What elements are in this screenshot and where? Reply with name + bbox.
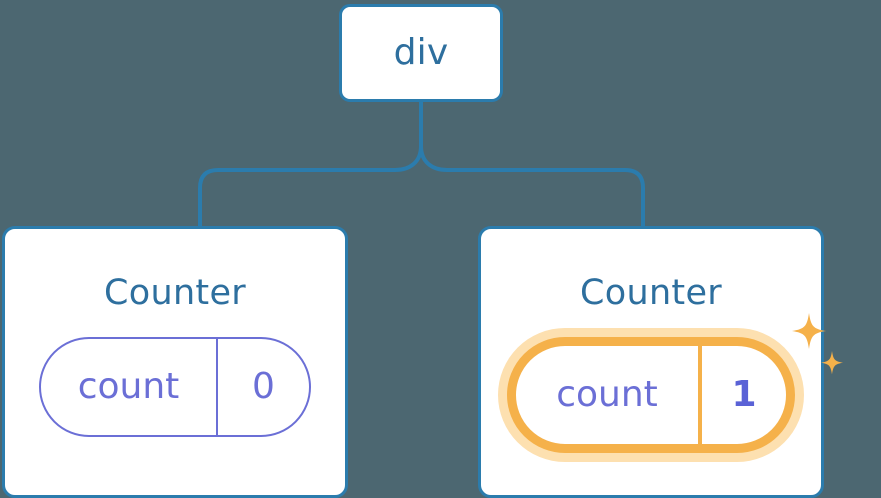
connector-to-left-child <box>198 100 423 228</box>
connector-to-right-child <box>419 100 645 228</box>
state-pill-highlighted[interactable]: count 1 <box>507 337 795 453</box>
sparkle-large-icon <box>792 313 826 349</box>
state-key-label: count <box>77 366 180 407</box>
sparkle-small-icon <box>821 351 843 375</box>
state-pill-wrapper: count 0 <box>39 337 311 437</box>
state-pill[interactable]: count 0 <box>39 337 311 437</box>
state-key-cell: count <box>41 339 216 435</box>
node-title: Counter <box>104 273 246 313</box>
node-counter-left[interactable]: Counter count 0 <box>2 226 348 498</box>
root-node-label: div <box>393 32 449 73</box>
state-value-label: 0 <box>252 366 275 407</box>
state-value-label: 1 <box>731 374 757 415</box>
state-value-cell: 0 <box>216 339 309 435</box>
sparkles-group <box>792 313 843 375</box>
state-key-cell: count <box>516 346 698 444</box>
state-pill-wrapper: count 1 <box>507 313 843 453</box>
node-root-div[interactable]: div <box>339 4 503 102</box>
state-value-cell: 1 <box>698 346 786 444</box>
node-title: Counter <box>580 273 722 313</box>
node-counter-right[interactable]: Counter count 1 <box>478 226 843 498</box>
state-key-label: count <box>556 374 658 415</box>
